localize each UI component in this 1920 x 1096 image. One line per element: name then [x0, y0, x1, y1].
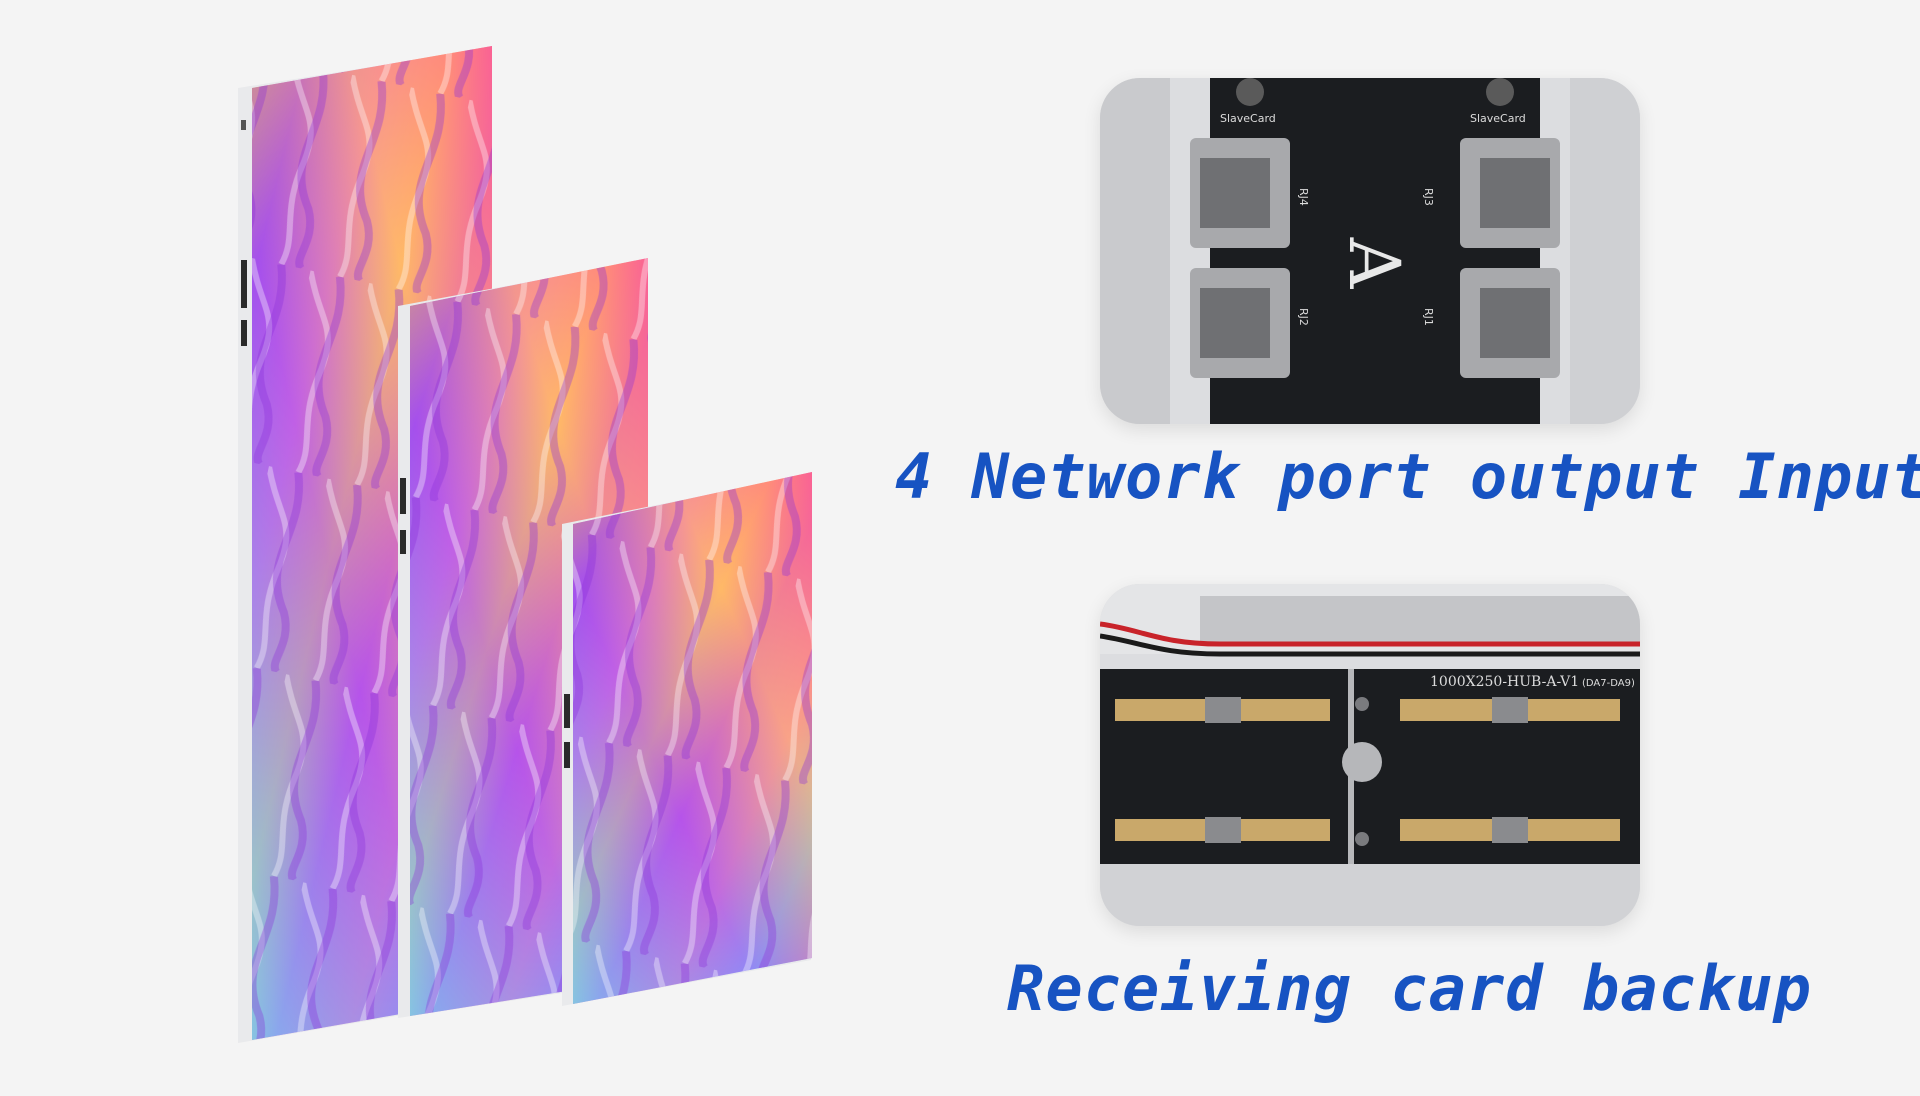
hub-board-title-suffix: (DA7-DA9) — [1582, 678, 1635, 689]
receiving-card-caption: Receiving card backup — [1007, 952, 1812, 1025]
rj1-label: RJ1 — [1422, 308, 1435, 326]
network-board-illustration: A SlaveCard SlaveCard RJ4 RJ3 RJ2 RJ1 — [1100, 78, 1640, 424]
hub-board-illustration: 1000X250-HUB-A-V1 (DA7-DA9) — [1100, 584, 1640, 926]
rj45-port-group — [1190, 138, 1560, 378]
rj2-label: RJ2 — [1297, 308, 1310, 326]
led-panel-short — [562, 472, 812, 1006]
board-letter: A — [1333, 237, 1415, 290]
board-connectors — [1115, 697, 1620, 843]
hub-board-title: 1000X250-HUB-A-V1 — [1430, 674, 1579, 690]
rj3-label: RJ3 — [1422, 188, 1435, 206]
slavecard-label-left: SlaveCard — [1220, 112, 1276, 125]
slavecard-label-right: SlaveCard — [1470, 112, 1526, 125]
rj4-label: RJ4 — [1297, 188, 1310, 206]
network-ports-photo: A SlaveCard SlaveCard RJ4 RJ3 RJ2 RJ1 — [1100, 78, 1640, 424]
network-ports-caption: 4 Network port output Input — [895, 440, 1920, 513]
receiving-card-photo: 1000X250-HUB-A-V1 (DA7-DA9) — [1100, 584, 1640, 926]
